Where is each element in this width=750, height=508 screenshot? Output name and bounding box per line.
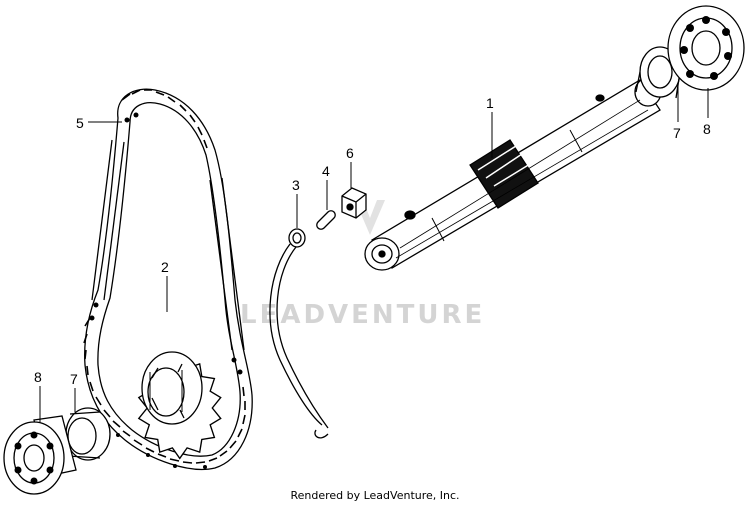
callout-2[interactable]: 2 [161,259,169,275]
callout-4[interactable]: 4 [322,163,330,179]
watermark-logo: LEADVENTURE [240,200,485,330]
callout-1[interactable]: 1 [486,95,494,111]
callout-5[interactable]: 5 [76,115,84,131]
callout-7-right[interactable]: 7 [673,125,681,141]
return-spring[interactable] [269,228,329,439]
callout-7-left[interactable]: 7 [70,371,78,387]
callouts: 1 2 3 4 6 5 7 8 7 8 [34,95,711,387]
clip-block[interactable] [341,187,367,219]
drive-chain[interactable] [83,88,253,471]
bearing-left[interactable] [3,415,77,495]
main-shaft[interactable] [364,77,662,271]
drive-sprocket[interactable] [137,351,222,460]
footer-credit: Rendered by LeadVenture, Inc. [290,489,460,502]
oil-seal-left[interactable] [65,407,111,461]
bearing-right[interactable] [667,5,745,91]
pin[interactable] [316,210,336,230]
callout-8-left[interactable]: 8 [34,369,42,385]
callout-8-right[interactable]: 8 [703,121,711,137]
callout-3[interactable]: 3 [292,177,300,193]
watermark-text: LEADVENTURE [240,300,485,330]
leader-lines [39,85,709,422]
callout-6[interactable]: 6 [346,145,354,161]
